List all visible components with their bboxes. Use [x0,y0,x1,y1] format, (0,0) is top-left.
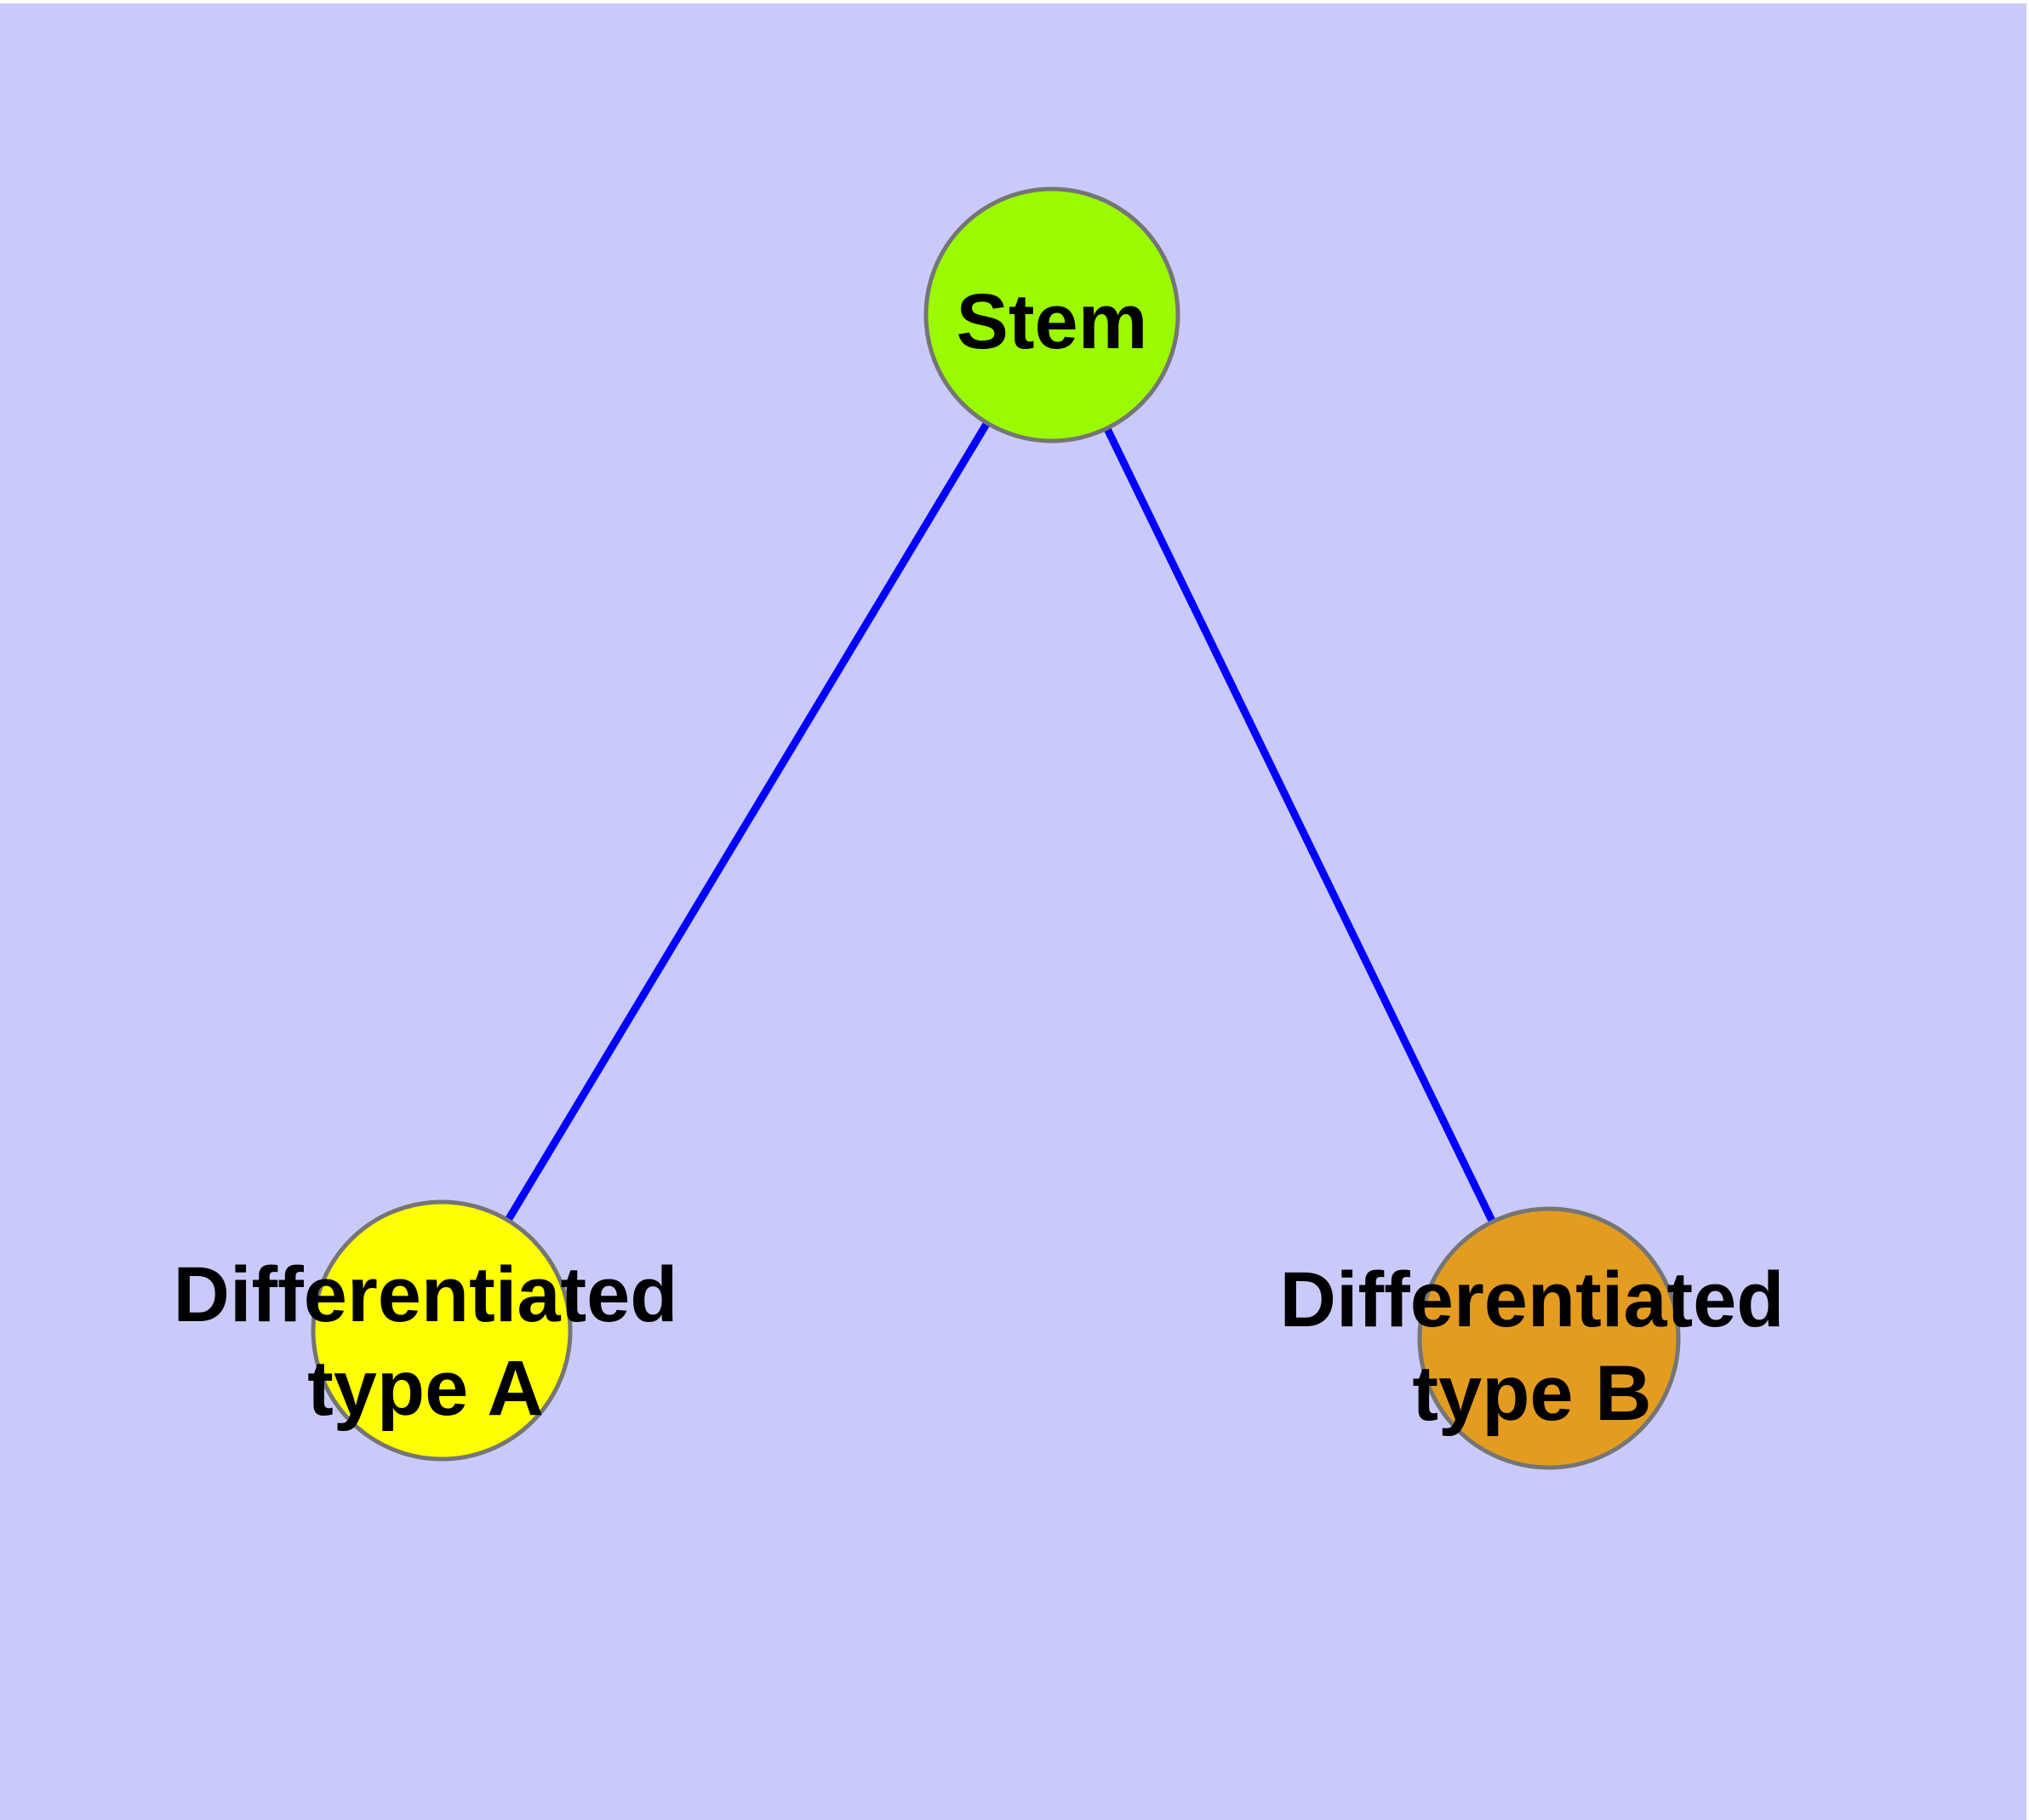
node-differentiated-type-a-circle [311,1199,573,1462]
edge-stem-to-type-b [1048,313,1553,1340]
node-differentiated-type-b-circle [1417,1206,1681,1470]
node-stem-circle [923,186,1180,444]
diagram-graphics [311,186,1681,1470]
edge-stem-to-type-a [438,312,1055,1333]
diagram-canvas: Stem Differentiated type A Differentiate… [0,3,2026,1820]
